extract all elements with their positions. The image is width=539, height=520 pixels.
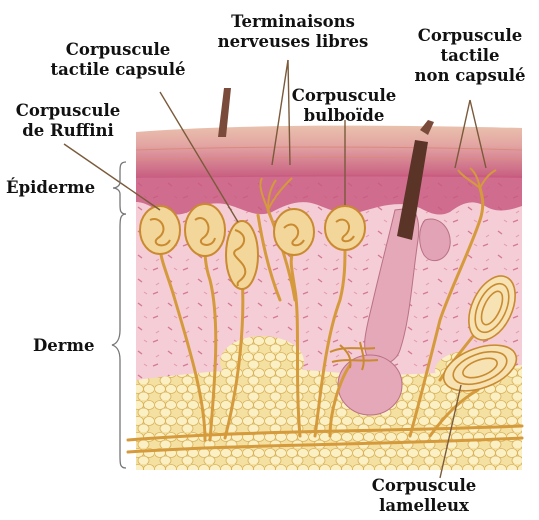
label-bulboid-corpuscle: Corpuscule bulboïde: [280, 86, 408, 126]
label-line: Corpuscule: [8, 101, 128, 121]
label-line: Derme: [33, 336, 94, 356]
label-line: Terminaisons: [208, 12, 378, 32]
label-tactile-capsule-corpuscle: Corpuscule tactile capsulé: [33, 40, 203, 80]
label-epidermis: Épiderme: [6, 178, 95, 198]
label-line: de Ruffini: [8, 121, 128, 141]
label-line: Corpuscule: [280, 86, 408, 106]
label-line: Corpuscule: [33, 40, 203, 60]
label-line: tactile: [406, 46, 534, 66]
label-line: Corpuscule: [344, 476, 504, 496]
label-tactile-non-capsule-corpuscle: Corpuscule tactile non capsulé: [406, 26, 534, 86]
bracket-lines: [112, 162, 126, 468]
label-line: non capsulé: [406, 66, 534, 86]
label-line: bulboïde: [280, 106, 408, 126]
label-dermis: Derme: [33, 336, 94, 356]
tactile-capsule-corpuscle: [226, 221, 258, 289]
label-line: nerveuses libres: [208, 32, 378, 52]
bulboid-corpuscle: [325, 206, 365, 250]
bulboid-corpuscle: [274, 209, 314, 255]
label-line: tactile capsulé: [33, 60, 203, 80]
label-line: Corpuscule: [406, 26, 534, 46]
hair-bulb: [338, 355, 402, 415]
label-lamellar-corpuscle: Corpuscule lamelleux: [344, 476, 504, 516]
epidermis-surface: [136, 126, 522, 178]
label-ruffini-corpuscle: Corpuscule de Ruffini: [8, 101, 128, 141]
ruffini-corpuscle: [140, 206, 180, 254]
ruffini-corpuscle: [185, 204, 225, 256]
fat-lobule: [220, 336, 304, 388]
label-free-nerve-endings: Terminaisons nerveuses libres: [208, 12, 378, 52]
label-line: Épiderme: [6, 178, 95, 198]
label-line: lamelleux: [344, 496, 504, 516]
